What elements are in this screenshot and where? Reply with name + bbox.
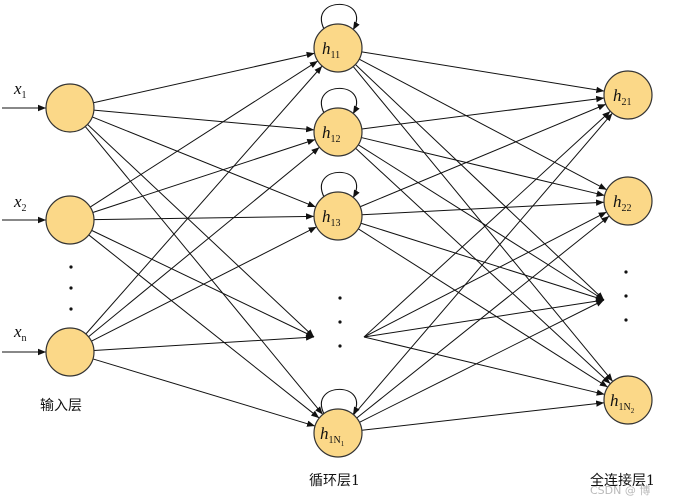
- input-node-n: [45, 327, 95, 377]
- edge-input-0-to-rec-4: [87, 124, 315, 338]
- edge-rec-2-to-dense-0: [359, 103, 607, 208]
- edge-rec-1-to-dense-2: [355, 147, 611, 385]
- edge-input-1-to-rec-0: [89, 60, 319, 208]
- edge-input-1-to-rec-3: [88, 234, 320, 419]
- dense-ellipsis: [624, 270, 628, 322]
- edge-rec-1-to-dense-0: [361, 95, 605, 130]
- edge-rec-4-to-dense-0: [363, 110, 611, 338]
- edge-input-0-to-rec-3: [84, 126, 324, 415]
- dense-label-22: h22: [613, 192, 632, 214]
- edge-rec-2-to-dense-3: [360, 222, 605, 301]
- edge-input-2-to-rec-2: [91, 226, 317, 342]
- edge-rec-0-to-dense-0: [361, 51, 605, 94]
- recurrent-layer-caption: 循环层1: [309, 473, 360, 489]
- edge-rec-3-to-dense-2: [361, 400, 605, 431]
- edge-rec-3-to-dense-0: [353, 112, 613, 416]
- edge-rec-1-to-dense-1: [361, 137, 605, 197]
- input-label-n: xn: [13, 322, 27, 344]
- self-loop-2: [321, 171, 360, 199]
- input-label-2: x2: [13, 192, 27, 214]
- edge-input-1-to-rec-2: [93, 213, 315, 221]
- self-loop-3: [321, 388, 360, 416]
- edge-rec-1-to-dense-3: [358, 144, 605, 301]
- recurrent-label-12: h12: [322, 123, 341, 145]
- recurrent-ellipsis: [338, 296, 342, 348]
- watermark: CSDN @ 博: [590, 484, 650, 497]
- edge-rec-0-to-dense-3: [355, 64, 605, 301]
- dense-node-22: h22: [603, 176, 653, 226]
- edge-input-2-to-rec-0: [85, 65, 323, 335]
- edge-rec-4-to-dense-1: [363, 211, 607, 338]
- edge-rec-2-to-dense-1: [361, 199, 605, 216]
- self-loops: [321, 3, 360, 416]
- input-node-1: [45, 83, 95, 133]
- recurrent-label-1n1: h1N1: [320, 424, 345, 448]
- edge-rec-3-to-dense-3: [359, 299, 605, 423]
- input-label-1: x1: [13, 79, 27, 101]
- recurrent-label-13: h13: [322, 207, 341, 229]
- input-node-2: [45, 195, 95, 245]
- self-loop-1: [321, 87, 360, 115]
- edge-input-2-to-rec-4: [93, 334, 315, 352]
- input-ellipsis: [69, 265, 73, 311]
- recurrent-node-12: h12: [313, 107, 363, 157]
- input-layer-caption: 输入层: [40, 398, 82, 414]
- dense-node-21: h21: [603, 70, 653, 120]
- edge-input-1-to-rec-4: [91, 229, 315, 338]
- recurrent-node-1n1: h1N1: [313, 408, 363, 458]
- input-arrows: [2, 104, 46, 356]
- edge-rec-4-to-dense-2: [363, 336, 605, 396]
- edge-rec-2-to-dense-2: [357, 228, 609, 388]
- dense-layer-caption: 全连接层1: [590, 472, 655, 489]
- connection-edges: [84, 51, 614, 431]
- recurrent-label-11: h11: [322, 39, 340, 61]
- dense-label-1n2: h1N2: [610, 391, 635, 415]
- recurrent-node-11: h11: [313, 23, 363, 73]
- edge-input-0-to-rec-0: [93, 51, 315, 104]
- edge-rec-4-to-dense-3: [363, 298, 605, 338]
- edge-input-0-to-rec-1: [93, 109, 315, 133]
- edge-input-0-to-rec-2: [92, 116, 316, 208]
- dense-node-1n2: h1N2: [603, 375, 653, 425]
- self-loop-0: [321, 3, 360, 31]
- edge-input-2-to-rec-1: [88, 146, 320, 338]
- recurrent-node-13: h13: [313, 191, 363, 241]
- edge-rec-3-to-dense-1: [356, 215, 610, 419]
- dense-label-21: h21: [613, 86, 632, 108]
- edge-input-1-to-rec-1: [92, 138, 316, 213]
- edge-input-2-to-rec-3: [92, 358, 316, 427]
